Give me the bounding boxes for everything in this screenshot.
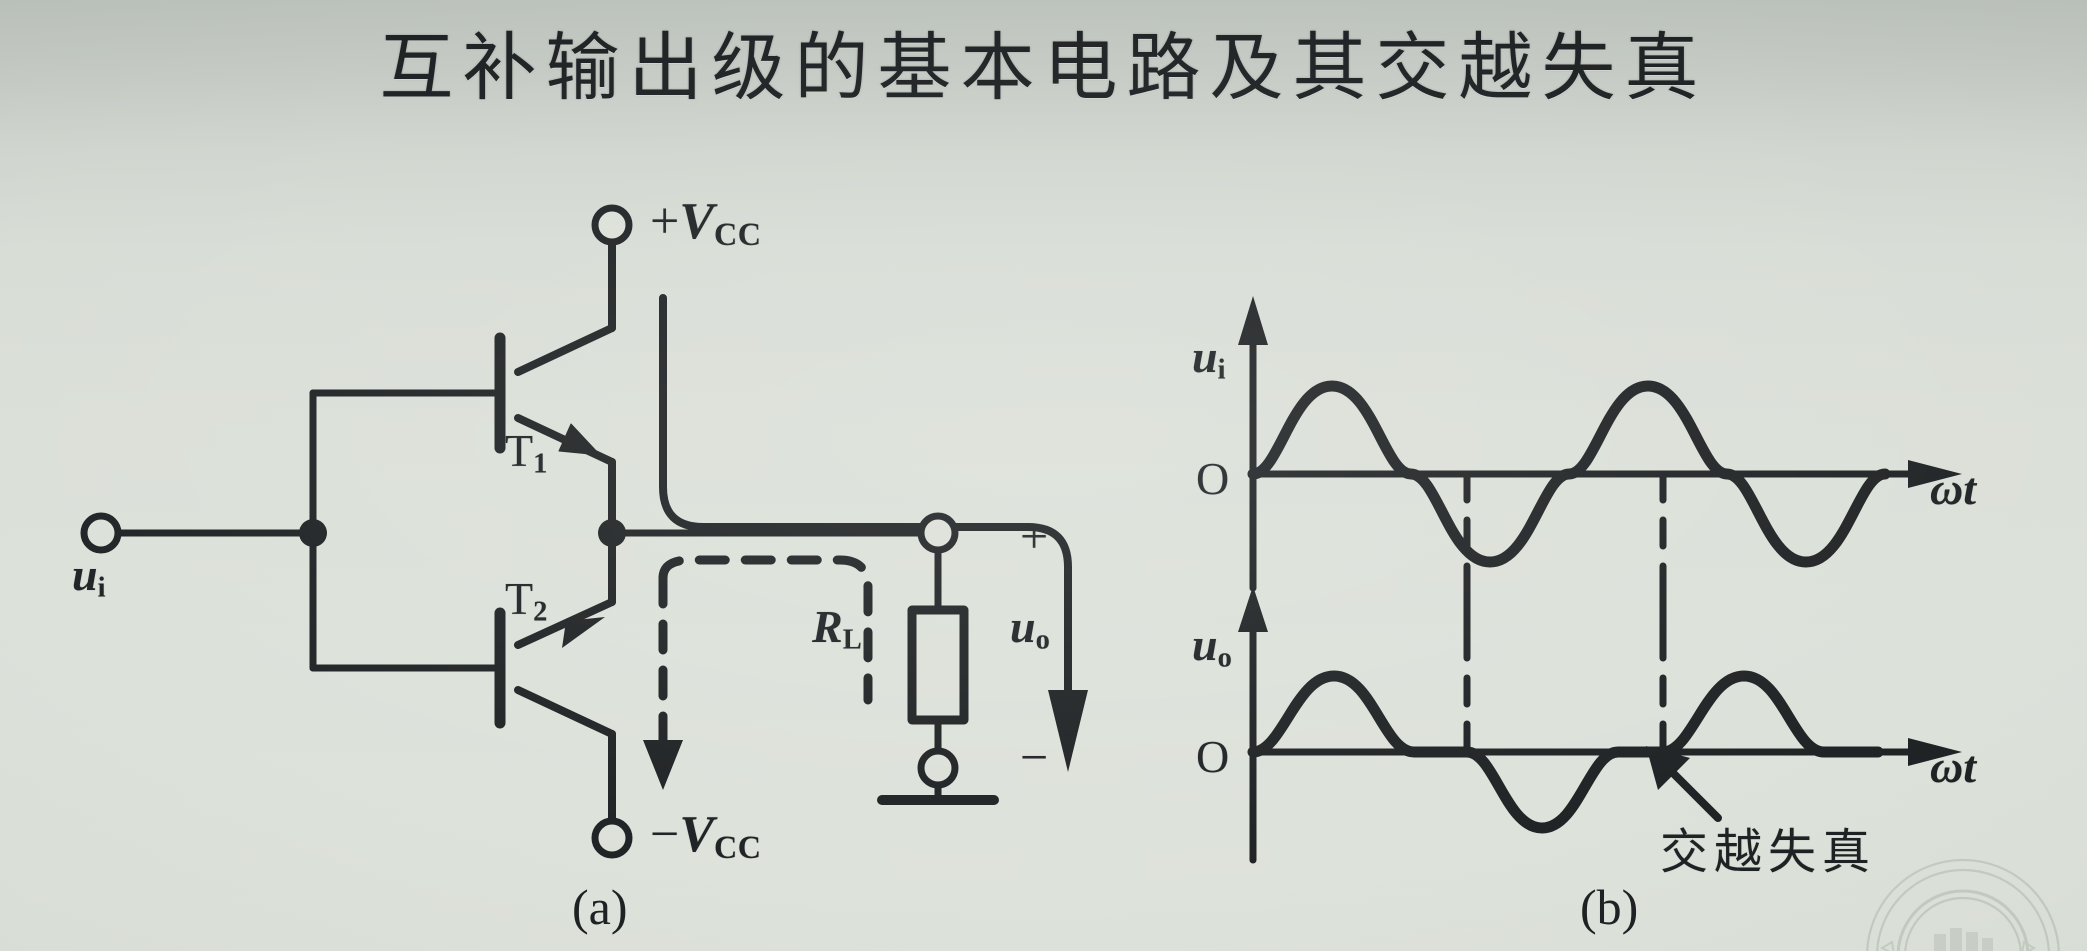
label-load-resistor: RL: [812, 601, 863, 656]
load-resistor-body: [907, 605, 969, 725]
label-omega-t-uo: ωt: [1930, 741, 1977, 792]
label-polarity-plus: +: [1020, 508, 1049, 564]
label-output-voltage: uo: [1010, 601, 1051, 656]
caption-waveforms: (b): [1580, 879, 1639, 935]
uo-x-axis-arrow: [1908, 738, 1962, 766]
wire-supply-branch: [659, 294, 1072, 704]
caption-circuit: (a): [572, 879, 628, 935]
t1-collector-lead: [514, 324, 616, 376]
label-ui-axis: ui: [1192, 331, 1227, 386]
uo-waveform-curve: [1247, 670, 1884, 834]
current-loop-dashed: [658, 555, 873, 705]
annotation-crossover-distortion: 交越失真: [1660, 824, 1877, 880]
ui-y-axis-arrow: [1238, 296, 1268, 345]
input-junction-node: [299, 519, 327, 547]
label-transistor-t1: T1: [505, 425, 548, 480]
t2-collector-lead: [514, 686, 616, 738]
crossover-annotation-arrow-head: [1646, 746, 1690, 790]
label-vcc-positive: +VCC: [650, 193, 762, 253]
label-origin-uo: O: [1196, 731, 1230, 782]
label-origin-ui: O: [1196, 453, 1230, 504]
uo-arrow-head: [1048, 690, 1088, 772]
page-title: 互补输出级的基本电路及其交越失真: [379, 25, 1708, 111]
label-vcc-negative: −VCC: [650, 806, 762, 866]
t2-emitter-lead: [514, 598, 616, 649]
label-polarity-minus: −: [1020, 729, 1049, 785]
ui-waveform-curve: [1247, 380, 1891, 568]
label-input-voltage: ui: [72, 549, 107, 604]
uo-y-axis-arrow: [1238, 586, 1268, 632]
label-uo-axis: uo: [1192, 619, 1233, 674]
vcc-negative-terminal: [591, 817, 633, 859]
label-omega-t-ui: ωt: [1930, 463, 1977, 514]
current-loop-arrow-head: [643, 740, 683, 790]
t2-emitter-arrow: [562, 617, 605, 648]
label-transistor-t2: T2: [505, 573, 548, 628]
t1-emitter-arrow: [558, 423, 601, 456]
ui-x-axis-arrow: [1908, 460, 1962, 488]
